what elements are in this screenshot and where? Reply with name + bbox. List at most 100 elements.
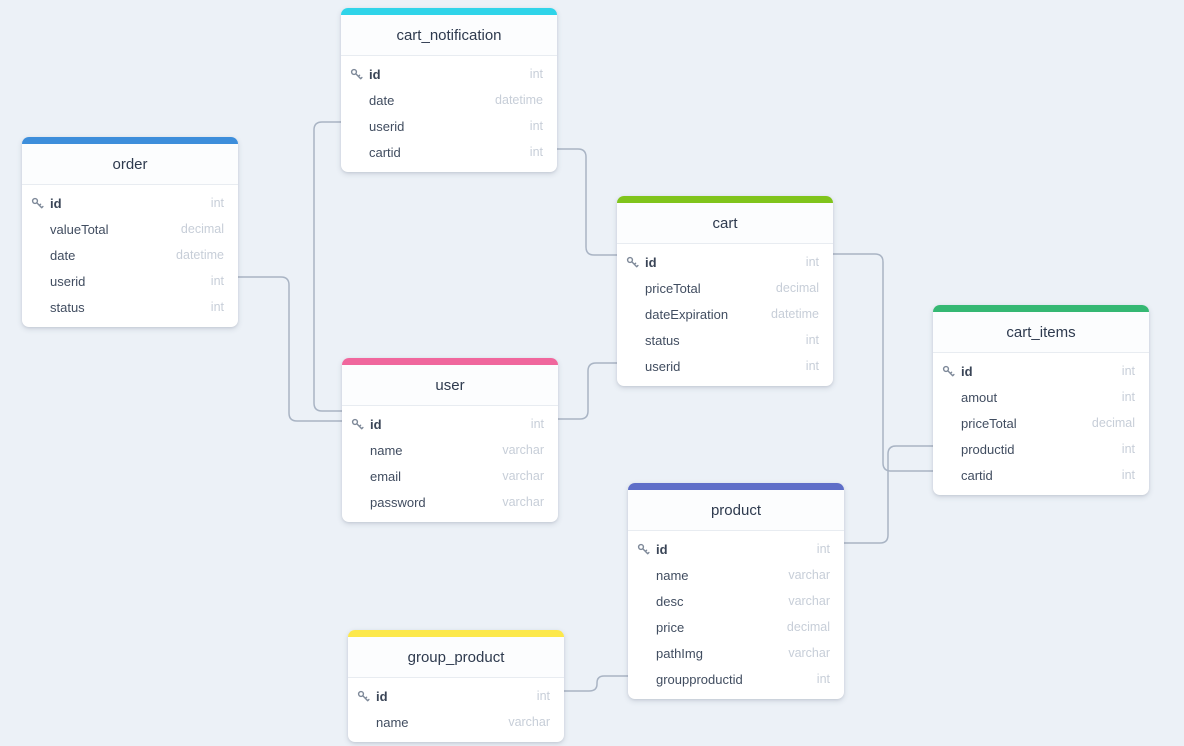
primary-key-icon (350, 68, 363, 81)
field-type: varchar (502, 443, 544, 457)
field-name: cartid (369, 144, 401, 160)
table-title: cart_notification (341, 15, 557, 56)
field-type: datetime (176, 248, 224, 262)
field-name: email (370, 468, 402, 484)
field-type: decimal (180, 222, 224, 236)
table-title: user (342, 365, 558, 406)
field-row-cart_items-cartid[interactable]: cartid int (933, 462, 1149, 488)
field-name: price (656, 619, 685, 635)
relationship-order.userid-to-user.id[interactable] (237, 276, 343, 422)
field-type: int (1121, 442, 1135, 456)
table-title: product (628, 490, 844, 531)
relationship-cart_notification.cartid-to-cart.id[interactable] (556, 148, 618, 256)
field-type: int (816, 542, 830, 556)
relationship-cart_notification.userid-to-user.id[interactable] (313, 121, 343, 412)
relationship-product.id-to-cart_items.productid[interactable] (843, 445, 934, 544)
field-type: varchar (788, 568, 830, 582)
field-name: id (656, 541, 668, 557)
field-name: userid (645, 358, 681, 374)
field-row-group_product-name[interactable]: name varchar (348, 709, 564, 735)
table-color-bar (628, 483, 844, 490)
field-row-product-name[interactable]: name varchar (628, 562, 844, 588)
field-row-user-id[interactable]: id int (342, 411, 558, 437)
table-title: group_product (348, 637, 564, 678)
field-name: date (50, 247, 76, 263)
field-row-cart_notification-cartid[interactable]: cartid int (341, 139, 557, 165)
primary-key-icon (351, 418, 364, 431)
field-name: name (376, 714, 409, 730)
field-name: userid (369, 118, 405, 134)
field-type: int (1121, 468, 1135, 482)
field-row-order-valueTotal[interactable]: valueTotal decimal (22, 216, 238, 242)
field-type: varchar (508, 715, 550, 729)
field-name: name (656, 567, 689, 583)
field-type: int (529, 145, 543, 159)
field-name: cartid (961, 467, 993, 483)
table-color-bar (617, 196, 833, 203)
field-type: int (1121, 390, 1135, 404)
field-type: decimal (1091, 416, 1135, 430)
field-name: name (370, 442, 403, 458)
primary-key-icon (357, 690, 370, 703)
field-type: int (805, 333, 819, 347)
primary-key-icon (637, 543, 650, 556)
field-type: int (210, 300, 224, 314)
field-name: groupproductid (656, 671, 743, 687)
table-title: cart (617, 203, 833, 244)
relationship-group_product.id-to-product.groupproductid[interactable] (563, 675, 629, 692)
field-name: valueTotal (50, 221, 109, 237)
field-type: int (530, 417, 544, 431)
field-type: int (1121, 364, 1135, 378)
field-name: id (370, 416, 382, 432)
field-name: status (645, 332, 680, 348)
field-type: varchar (788, 646, 830, 660)
field-name: id (369, 66, 381, 82)
table-color-bar (342, 358, 558, 365)
field-row-user-name[interactable]: name varchar (342, 437, 558, 463)
field-row-cart-status[interactable]: status int (617, 327, 833, 353)
field-row-product-id[interactable]: id int (628, 536, 844, 562)
table-color-bar (341, 8, 557, 15)
field-row-cart_notification-id[interactable]: id int (341, 61, 557, 87)
field-type: int (529, 67, 543, 81)
field-name: userid (50, 273, 86, 289)
relationship-cart.id-to-cart_items.cartid[interactable] (832, 253, 934, 472)
field-row-order-date[interactable]: date datetime (22, 242, 238, 268)
relationship-user.id-to-cart.userid[interactable] (557, 362, 618, 420)
table-color-bar (348, 630, 564, 637)
field-name: password (370, 494, 426, 510)
